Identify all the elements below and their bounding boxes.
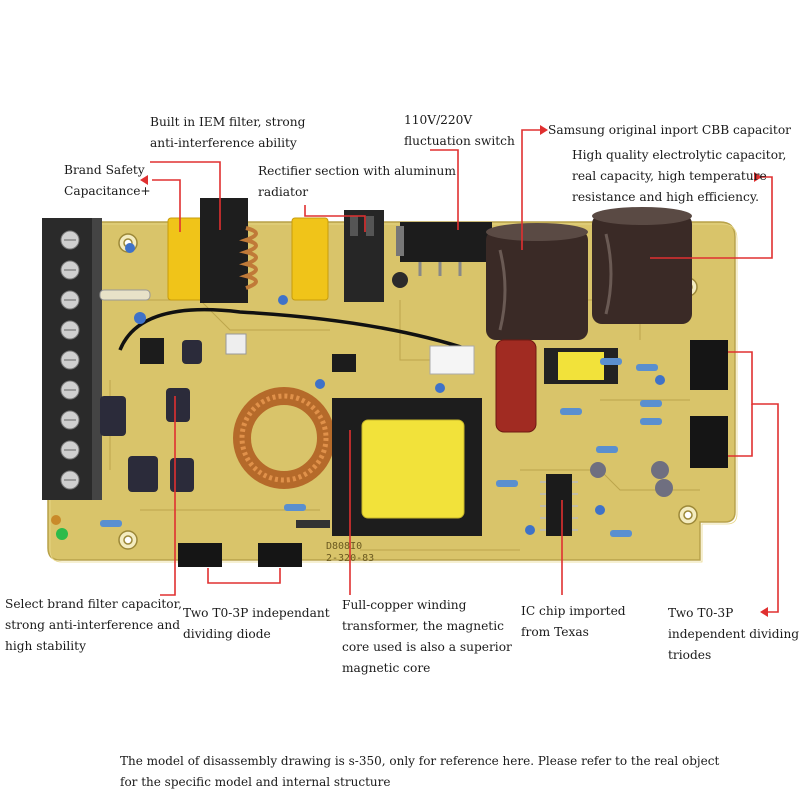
callout-safety-capacitance: Brand Safety Capacitance+	[64, 160, 151, 202]
callout-filter-capacitor-line-1: Select brand filter capacitor,	[5, 597, 183, 611]
aux-transformer	[544, 348, 618, 384]
cbb-capacitor	[495, 339, 537, 433]
board-marking-line-1: D808I0	[326, 541, 362, 552]
small-components	[51, 243, 673, 540]
callout-dividing-triodes-line-2: independent dividing	[668, 627, 800, 641]
voltage-switch	[396, 222, 492, 276]
toroid-choke	[233, 387, 335, 489]
safety-capacitors	[99, 217, 329, 301]
board-marking-line-2: 2-320-83	[326, 553, 374, 564]
callout-iem-filter-line-1: Built in IEM filter, strong	[150, 115, 306, 129]
callout-cbb-capacitor: Samsung original inport CBB capacitor	[548, 120, 791, 141]
callout-voltage-switch-line-2: fluctuation switch	[404, 134, 515, 148]
mounting-holes	[118, 233, 698, 550]
to3p-diodes	[178, 543, 302, 567]
filter-capacitors	[100, 340, 202, 492]
callout-filter-capacitor: Select brand filter capacitor, strong an…	[5, 594, 182, 657]
callout-dividing-diode: Two T0-3P independant dividing diode	[183, 603, 330, 645]
callout-electrolytic-capacitor-line-3: resistance and high efficiency.	[572, 190, 759, 204]
main-transformer	[332, 398, 482, 536]
callout-safety-capacitance-line-1: Brand Safety	[64, 163, 145, 177]
callout-ic-chip-line-1: IC chip imported	[521, 604, 626, 618]
callout-cbb-capacitor-line-1: Samsung original inport CBB capacitor	[548, 123, 791, 137]
leader-arrowheads	[140, 125, 768, 617]
iem-filter-choke	[200, 198, 258, 303]
callout-voltage-switch-line-1: 110V/220V	[404, 113, 473, 127]
callout-electrolytic-capacitor-line-2: real capacity, high temperature	[572, 169, 767, 183]
callout-rectifier-line-2: radiator	[258, 185, 309, 199]
callout-rectifier-line-1: Rectifier section with aluminum	[258, 164, 456, 178]
callout-dividing-diode-line-1: Two T0-3P independant	[183, 606, 330, 620]
callout-dividing-triodes-line-3: triodes	[668, 648, 712, 662]
callout-rectifier: Rectifier section with aluminum radiator	[258, 161, 456, 203]
bridge-wire	[118, 308, 471, 352]
callout-filter-capacitor-line-3: high stability	[5, 639, 86, 653]
callout-dividing-triodes: Two T0-3P independent dividing triodes	[668, 603, 799, 666]
rectifier-heatsink	[344, 210, 384, 302]
callout-transformer-line-3: core used is also a superior	[342, 640, 512, 654]
to3p-triodes	[690, 340, 728, 468]
callout-ic-chip: IC chip imported from Texas	[521, 601, 626, 643]
callout-transformer: Full-copper winding transformer, the mag…	[342, 595, 512, 679]
callout-transformer-line-1: Full-copper winding	[342, 598, 467, 612]
callout-dividing-diode-line-2: dividing diode	[183, 627, 271, 641]
callout-safety-capacitance-line-2: Capacitance+	[64, 184, 151, 198]
callout-electrolytic-capacitor: High quality electrolytic capacitor, rea…	[572, 145, 786, 208]
callout-electrolytic-capacitor-line-1: High quality electrolytic capacitor,	[572, 148, 787, 162]
callout-dividing-triodes-line-1: Two T0-3P	[668, 606, 734, 620]
callout-iem-filter: Built in IEM filter, strong anti-interfe…	[150, 112, 305, 154]
callout-voltage-switch: 110V/220V fluctuation switch	[404, 110, 515, 152]
footnote: The model of disassembly drawing is s-35…	[120, 754, 720, 789]
ic-chip	[540, 474, 578, 536]
callout-transformer-line-4: magnetic core	[342, 661, 431, 675]
callout-ic-chip-line-2: from Texas	[521, 625, 589, 639]
callout-transformer-line-2: transformer, the magnetic	[342, 619, 504, 633]
main-electrolytic-capacitors	[486, 207, 692, 340]
callout-filter-capacitor-line-2: strong anti-interference and	[5, 618, 180, 632]
terminal-block	[42, 218, 102, 500]
callout-iem-filter-line-2: anti-interference ability	[150, 136, 297, 150]
leader-lines	[150, 129, 779, 613]
